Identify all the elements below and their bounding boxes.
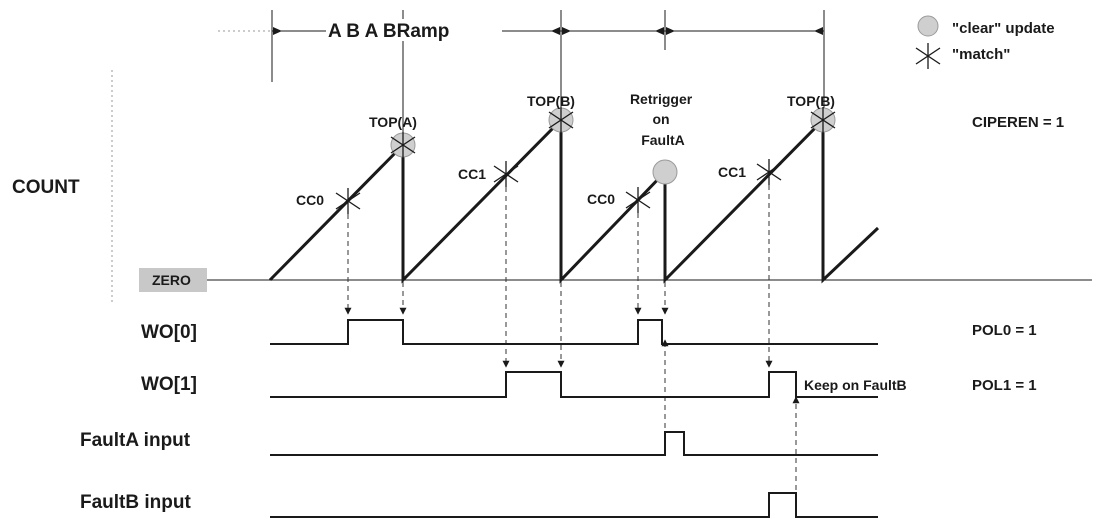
timing-connectors	[344, 185, 800, 490]
retrigger-label: Retrigger on FaultA	[630, 91, 696, 148]
match-legend-icon	[915, 43, 941, 69]
zero-label-bg	[139, 268, 207, 292]
ramp-mode-label: A B A BRamp	[328, 21, 449, 42]
faultb-input-label: FaultB input	[80, 492, 191, 513]
retrigger-line: on	[653, 111, 670, 127]
wo0-label: WO[0]	[141, 322, 197, 343]
count-label: COUNT	[12, 177, 80, 198]
match-icon	[493, 161, 519, 187]
pol1-setting: POL1 = 1	[972, 377, 1037, 394]
match-icon	[390, 132, 416, 158]
legend: "clear" update "match"	[915, 15, 1055, 69]
clear-update-icon	[652, 159, 678, 185]
top-b-label: TOP(B)	[787, 93, 835, 109]
legend-match-label: "match"	[952, 46, 1010, 63]
cc0-label: CC0	[296, 192, 324, 208]
retrigger-line: FaultA	[641, 132, 685, 148]
period-span-bar: A B A BRamp	[218, 10, 825, 160]
match-icon	[756, 159, 782, 185]
cc1-label: CC1	[458, 166, 486, 182]
match-icon	[625, 187, 651, 213]
faultb-input-waveform	[270, 492, 878, 518]
faulta-input-label: FaultA input	[80, 430, 191, 451]
clear-update-legend-icon	[917, 15, 939, 37]
counter-ramp-waveform	[268, 116, 880, 284]
ciperen-setting: CIPEREN = 1	[972, 114, 1064, 131]
keep-on-faultb-note: Keep on FaultB	[804, 377, 907, 393]
zero-label: ZERO	[152, 272, 191, 288]
faulta-input-waveform	[270, 431, 878, 456]
top-b-label: TOP(B)	[527, 93, 575, 109]
wo0-waveform	[270, 319, 878, 345]
top-a-label: TOP(A)	[369, 114, 417, 130]
match-icon	[810, 107, 836, 133]
wo1-waveform	[270, 371, 878, 398]
match-icon	[335, 188, 361, 214]
legend-clear-update-label: "clear" update	[952, 20, 1055, 37]
retrigger-line: Retrigger	[630, 91, 693, 107]
cc1-label: CC1	[718, 164, 746, 180]
cc0-label: CC0	[587, 191, 615, 207]
wo1-label: WO[1]	[141, 374, 197, 395]
match-icon	[548, 107, 574, 133]
pol0-setting: POL0 = 1	[972, 322, 1037, 339]
